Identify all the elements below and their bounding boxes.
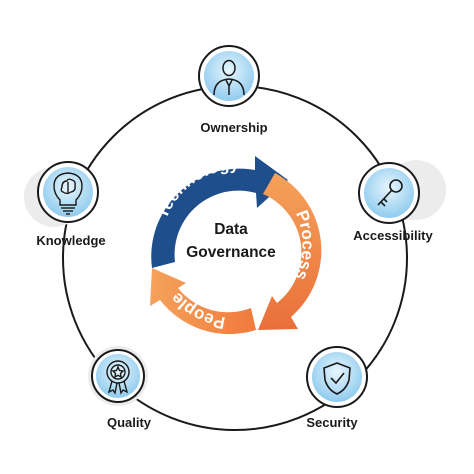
process-arrow (258, 173, 322, 330)
node-ownership: Ownership (198, 45, 268, 135)
person-icon (213, 59, 245, 96)
security-label: Security (306, 415, 358, 430)
shield-check-icon (323, 362, 351, 395)
node-accessibility: Accessibility (353, 160, 446, 243)
lightbulb-brain-icon (53, 172, 83, 215)
quality-label: Quality (107, 415, 152, 430)
node-knowledge: Knowledge (24, 161, 106, 248)
node-quality: Quality (88, 346, 152, 430)
node-security: Security (306, 346, 368, 430)
accessibility-label: Accessibility (353, 228, 433, 243)
ownership-label: Ownership (200, 120, 267, 135)
knowledge-label: Knowledge (36, 233, 105, 248)
award-badge-icon (106, 360, 130, 395)
governance-cycle: Technology Process People Data Governanc… (150, 154, 322, 335)
center-title-line1: Data (214, 221, 248, 238)
technology-arrow (151, 156, 288, 268)
people-arrow (150, 268, 256, 335)
key-icon (377, 179, 403, 207)
center-title-line2: Governance (186, 244, 276, 261)
